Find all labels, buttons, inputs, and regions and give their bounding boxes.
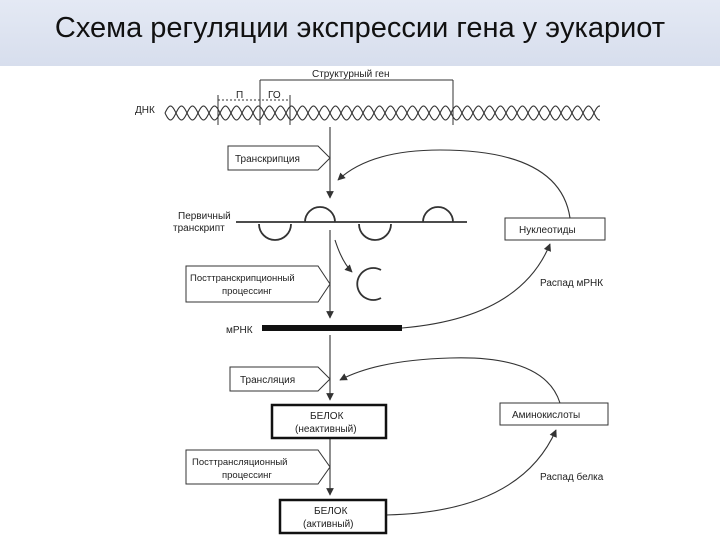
dna-helix xyxy=(164,105,600,121)
svg-text:Нуклеотиды: Нуклеотиды xyxy=(519,225,576,236)
promoter-label: П xyxy=(236,90,243,101)
arrow-intron-removal xyxy=(334,239,353,273)
structural-gene-label: Структурный ген xyxy=(312,69,389,80)
primary-transcript-label-2: транскрипт xyxy=(173,223,225,234)
svg-text:Аминокислоты: Аминокислоты xyxy=(512,410,580,421)
svg-text:(активный): (активный) xyxy=(303,519,353,530)
arrow-nucleotides-reuse xyxy=(337,149,571,219)
protein-decay-label: Распад белка xyxy=(540,471,604,483)
mrna-decay-label: Распад мРНК xyxy=(540,278,603,289)
transcription-box: Транскрипция xyxy=(227,145,331,171)
gene-brackets xyxy=(217,79,454,125)
svg-text:Транскрипция: Транскрипция xyxy=(235,154,300,165)
slide-title: Схема регуляции экспрессии гена у эукари… xyxy=(54,12,666,44)
operator-label: ГО xyxy=(268,90,281,101)
translation-box: Трансляция xyxy=(229,366,331,392)
protein-active-box: БЕЛОК (активный) xyxy=(278,498,388,535)
svg-text:Посттрансляционный: Посттрансляционный xyxy=(192,457,287,468)
svg-text:Посттранскрипционный: Посттранскрипционный xyxy=(190,273,295,284)
svg-text:процессинг: процессинг xyxy=(222,470,272,481)
primary-transcript-label-1: Первичный xyxy=(178,211,231,222)
arrow-protein-decay xyxy=(385,429,557,516)
svg-text:БЕЛОК: БЕЛОК xyxy=(310,411,344,422)
svg-text:Трансляция: Трансляция xyxy=(240,375,295,386)
excised-intron xyxy=(356,267,382,301)
protein-inactive-box: БЕЛОК (неактивный) xyxy=(270,403,388,440)
svg-text:БЕЛОК: БЕЛОК xyxy=(314,506,348,517)
svg-text:(неактивный): (неактивный) xyxy=(295,424,357,435)
posttranslation-box: Посттрансляционный процессинг xyxy=(185,449,331,485)
amino-acids-box: Аминокислоты xyxy=(499,402,609,426)
title-bar xyxy=(0,0,720,66)
arrow-amino-acids-reuse xyxy=(339,357,561,404)
mrna-label: мРНК xyxy=(226,325,253,336)
nucleotides-box: Нуклеотиды xyxy=(504,217,606,241)
svg-text:процессинг: процессинг xyxy=(222,286,272,297)
primary-transcript xyxy=(236,206,467,241)
mrna-bar xyxy=(262,325,402,331)
dna-label: ДНК xyxy=(135,105,155,116)
arrow-mrna-decay xyxy=(401,243,551,329)
posttranscription-box: Посттранскрипционный процессинг xyxy=(185,265,331,303)
